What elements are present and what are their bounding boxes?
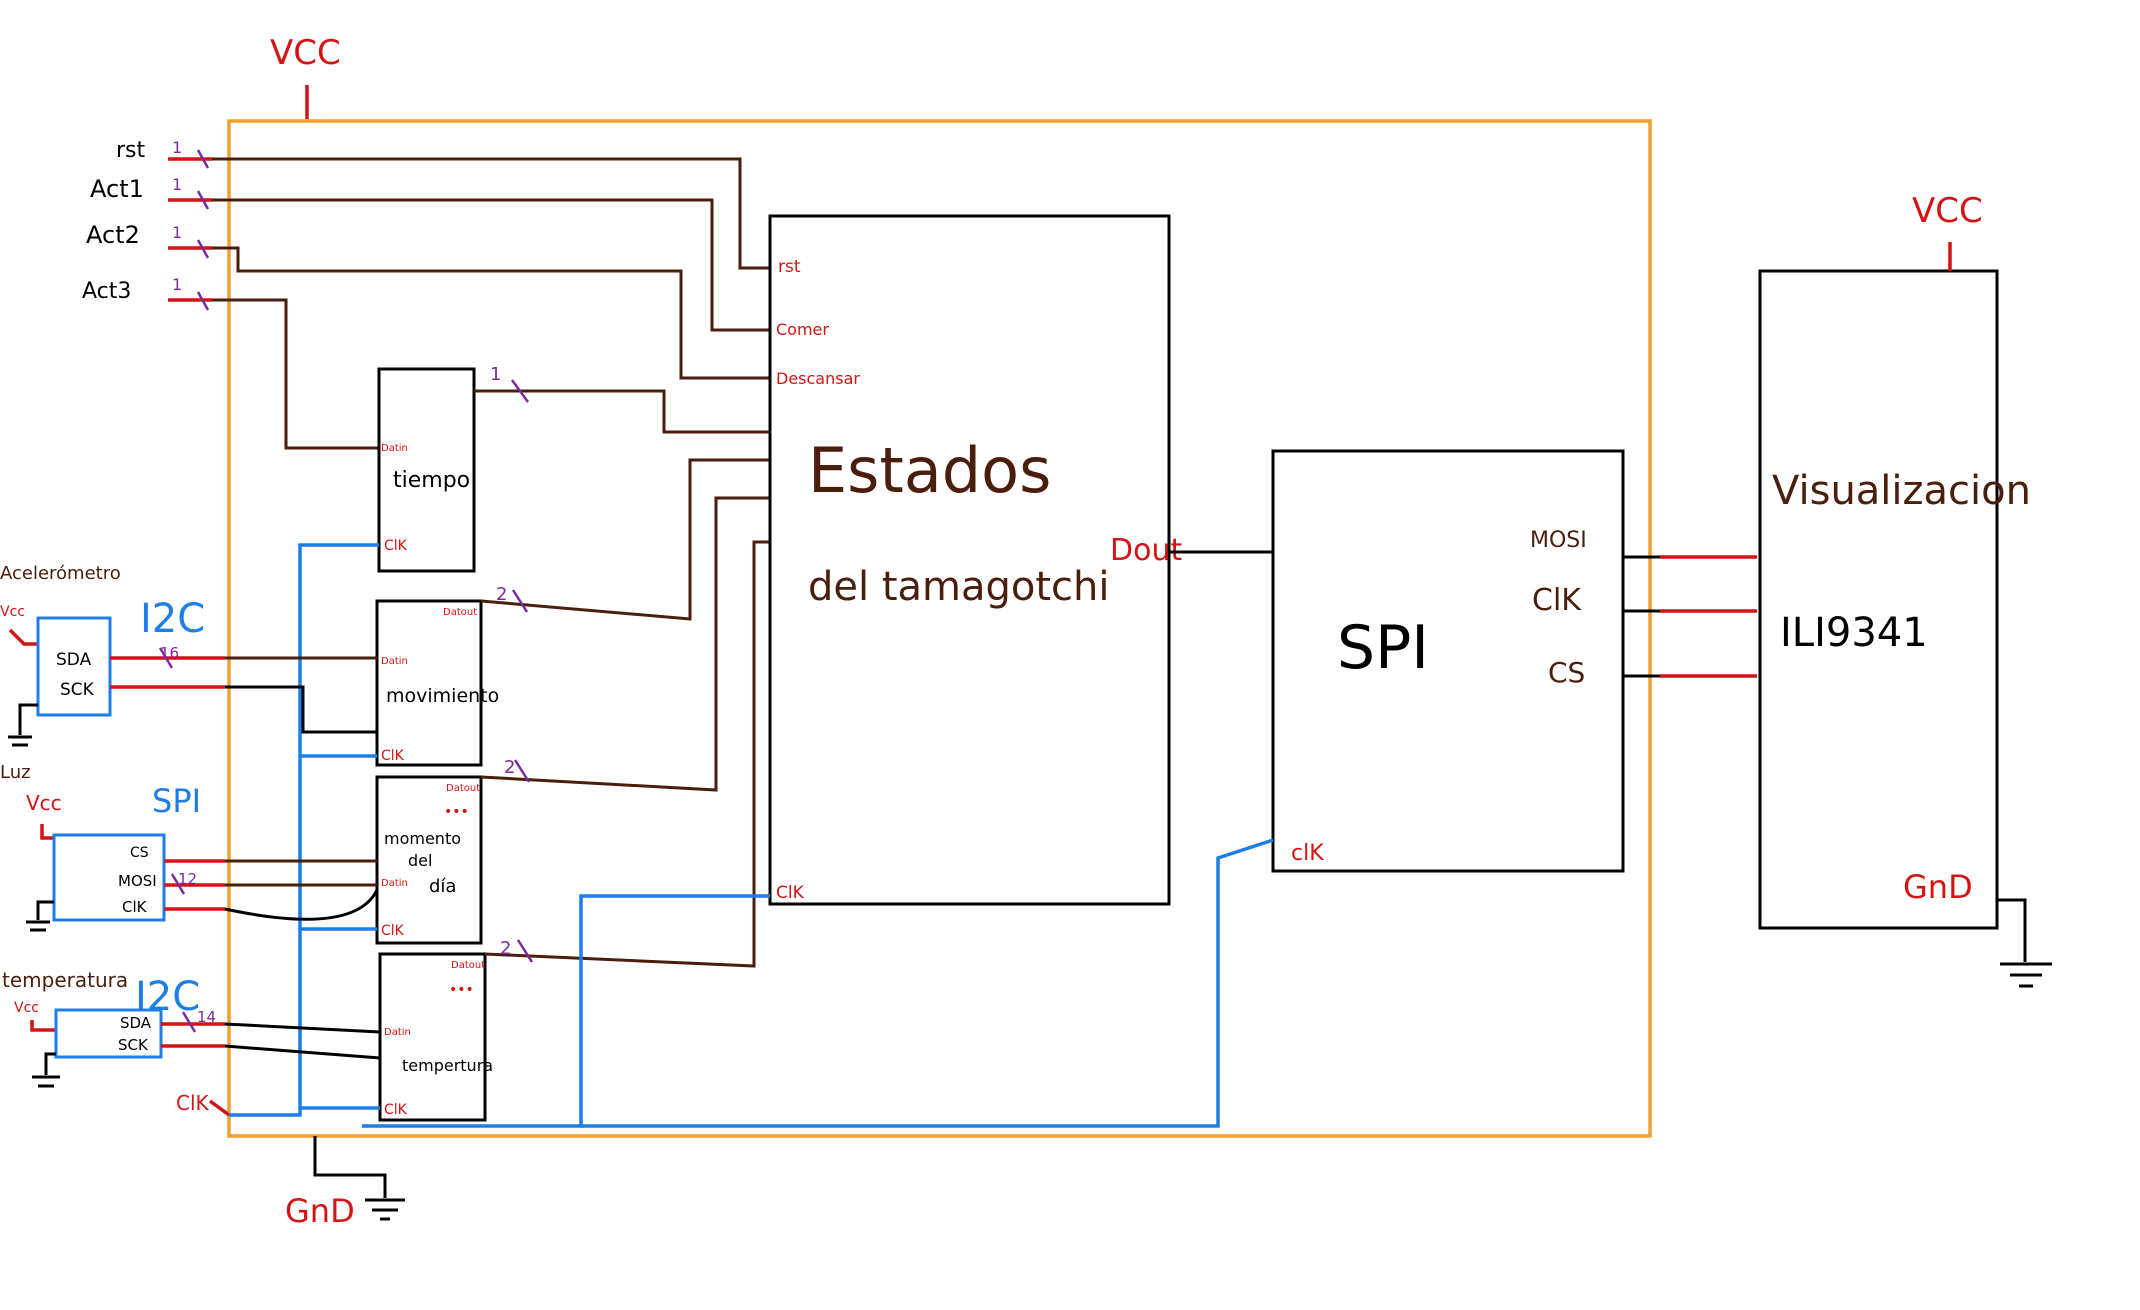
svg-text:Datout: Datout — [446, 783, 480, 794]
accel-name: Acelerómetro — [0, 563, 121, 584]
vcc-top-label: VCC — [270, 33, 341, 73]
estados-title-line2: del tamagotchi — [808, 564, 1110, 610]
estados-title-line1: Estados — [808, 434, 1051, 507]
svg-text:CS: CS — [1548, 656, 1585, 689]
gnd-right-icon — [1997, 898, 2052, 988]
temperatura-module — [378, 952, 487, 1122]
svg-text:ClK: ClK — [122, 898, 148, 916]
svg-text:•••: ••• — [444, 804, 469, 820]
clk-to-estados — [362, 894, 770, 1128]
svg-text:ClK: ClK — [384, 1102, 408, 1118]
temperatura-label: tempertura — [402, 1056, 493, 1075]
svg-text:2: 2 — [504, 757, 515, 778]
temp-sensor — [54, 1008, 163, 1059]
clk-to-spi — [581, 838, 1274, 1128]
svg-text:SCK: SCK — [60, 680, 95, 700]
svg-text:GnD: GnD — [1903, 868, 1973, 906]
accel-gnd-icon — [8, 703, 38, 747]
wire-tiempo-out — [474, 389, 770, 434]
luz-bus: SPI — [152, 782, 201, 820]
vcc-right-label: VCC — [1912, 191, 1983, 231]
svg-text:Datout: Datout — [443, 607, 477, 618]
svg-text:•••: ••• — [449, 982, 474, 998]
svg-text:MOSI: MOSI — [1530, 528, 1587, 553]
svg-text:Vcc: Vcc — [14, 1000, 39, 1016]
svg-text:clK: clK — [1291, 841, 1324, 866]
svg-text:CS: CS — [130, 845, 149, 861]
temp-gnd-icon — [32, 1052, 60, 1088]
svg-text:rst: rst — [778, 257, 801, 277]
svg-text:Vcc: Vcc — [0, 604, 25, 620]
tiempo-module — [377, 367, 476, 573]
temp-name: temperatura — [2, 968, 128, 992]
input-act2-label: Act2 — [86, 221, 140, 249]
svg-text:SDA: SDA — [56, 650, 92, 670]
svg-text:14: 14 — [197, 1008, 216, 1026]
accel-sensor — [36, 616, 112, 717]
input-act1-label: Act1 — [90, 175, 144, 203]
movimiento-module — [375, 599, 483, 767]
tiempo-label: tiempo — [393, 468, 470, 493]
wire-rst — [212, 157, 770, 270]
svg-text:2: 2 — [496, 584, 507, 605]
svg-text:ClK: ClK — [1532, 583, 1582, 618]
clk-input-label: ClK — [176, 1091, 210, 1115]
svg-text:SDA: SDA — [120, 1014, 152, 1032]
gnd-bottom-label: GnD — [285, 1192, 355, 1230]
wire-momento-out — [480, 496, 770, 792]
svg-text:MOSI: MOSI — [118, 872, 157, 890]
display-title: Visualizacion — [1772, 468, 2031, 514]
svg-text:Datin: Datin — [384, 1027, 411, 1038]
svg-text:1: 1 — [490, 364, 501, 385]
fpga-frame — [227, 119, 1652, 1138]
svg-text:ClK: ClK — [776, 883, 805, 903]
svg-text:Comer: Comer — [776, 320, 829, 339]
wire-movimiento-out — [480, 458, 770, 621]
svg-text:16: 16 — [160, 644, 179, 662]
svg-text:SCK: SCK — [118, 1036, 149, 1054]
svg-text:ClK: ClK — [381, 748, 405, 764]
luz-sensor — [52, 833, 166, 922]
svg-text:Datout: Datout — [451, 960, 485, 971]
svg-text:2: 2 — [500, 938, 511, 959]
estados-module — [768, 214, 1171, 906]
accel-bus: I2C — [140, 596, 205, 642]
wire-act3 — [212, 298, 379, 450]
svg-text:1: 1 — [172, 275, 182, 294]
svg-text:Vcc: Vcc — [26, 791, 62, 815]
gnd-bottom-icon — [313, 1136, 405, 1221]
svg-text:día: día — [429, 876, 456, 897]
luz-name: Luz — [0, 762, 31, 783]
svg-text:momento: momento — [384, 829, 461, 848]
svg-text:Datin: Datin — [381, 878, 408, 889]
input-rst-label: rst — [116, 138, 146, 163]
display-module — [1758, 269, 1999, 930]
wire-act1 — [212, 198, 770, 332]
luz-gnd-icon — [26, 900, 54, 932]
svg-text:Datin: Datin — [381, 443, 408, 454]
svg-text:1: 1 — [172, 175, 182, 194]
input-act3-label: Act3 — [82, 279, 131, 304]
svg-text:ClK: ClK — [381, 923, 405, 939]
svg-text:1: 1 — [172, 223, 182, 242]
svg-text:1: 1 — [172, 138, 182, 157]
svg-text:del: del — [408, 851, 432, 870]
clk-bus-main — [229, 543, 379, 1117]
wire-act2 — [212, 246, 770, 380]
svg-text:Descansar: Descansar — [776, 369, 860, 388]
svg-text:ClK: ClK — [384, 538, 408, 554]
wire-temperatura-out — [484, 540, 770, 968]
display-chip: ILI9341 — [1780, 610, 1928, 656]
svg-text:12: 12 — [178, 870, 197, 888]
svg-text:Datin: Datin — [381, 656, 408, 667]
spi-title: SPI — [1337, 613, 1429, 683]
spi-module — [1271, 449, 1625, 873]
movimiento-label: movimiento — [386, 685, 499, 707]
